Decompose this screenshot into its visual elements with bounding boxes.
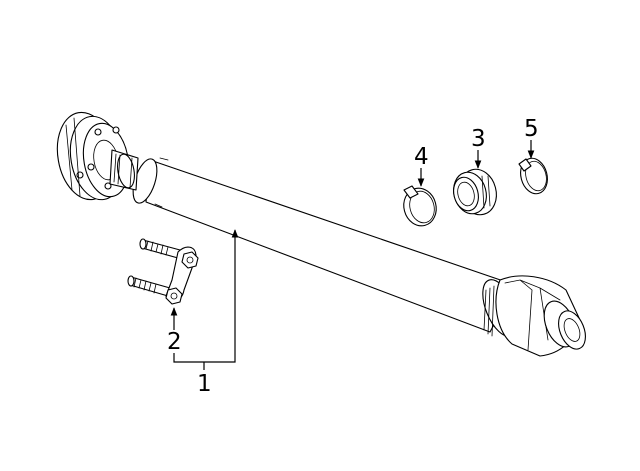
callout-2: 2 [167, 329, 182, 355]
callout-1: 1 [197, 371, 212, 397]
callout-labels: 1 2 3 4 5 [167, 116, 539, 397]
center-bearing-3 [453, 168, 497, 216]
front-flange-joint [56, 111, 139, 201]
callout-4: 4 [414, 144, 429, 170]
hose-clamp-5 [518, 157, 548, 195]
bolt-bracket-kit [127, 238, 199, 305]
upper-nut [181, 251, 199, 269]
hose-clamp-4 [403, 185, 437, 227]
drive-shaft-assembly [56, 111, 586, 357]
leader-lines [170, 140, 535, 370]
lower-nut [165, 287, 183, 305]
callout-5: 5 [524, 116, 539, 142]
callout-3: 3 [471, 126, 486, 152]
rear-cv-joint [482, 275, 586, 357]
